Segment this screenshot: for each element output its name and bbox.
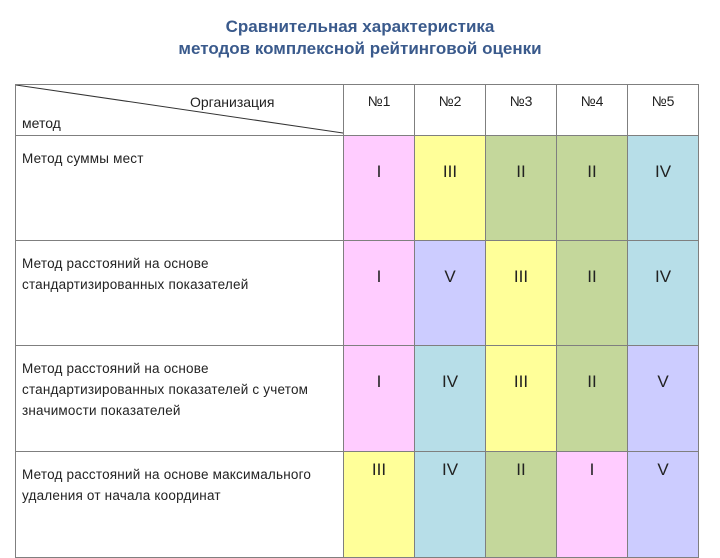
column-header-5: №5 bbox=[627, 84, 699, 136]
rank-cell: IV bbox=[414, 451, 486, 558]
table-header-row: Организация метод №1 №2 №3 №4 №5 bbox=[15, 84, 699, 136]
rank-cell: V bbox=[414, 240, 486, 346]
method-cell: Метод расстояний на основе стандартизиро… bbox=[15, 345, 344, 452]
title-line-2: методов комплексной рейтинговой оценки bbox=[178, 39, 542, 58]
rank-cell: V bbox=[627, 345, 699, 452]
rank-cell: IV bbox=[414, 345, 486, 452]
table-row: Метод расстояний на основе максимального… bbox=[15, 451, 699, 558]
corner-label-organization: Организация bbox=[190, 94, 275, 110]
table-row: Метод расстояний на основе стандартизиро… bbox=[15, 345, 699, 452]
title-line-1: Сравнительная характеристика bbox=[225, 17, 495, 36]
rank-cell: II bbox=[556, 345, 628, 452]
rank-cell: II bbox=[485, 135, 557, 241]
rank-cell: I bbox=[343, 345, 415, 452]
rank-cell: III bbox=[414, 135, 486, 241]
rank-cell: II bbox=[556, 240, 628, 346]
table-row: Метод расстояний на основе стандартизиро… bbox=[15, 240, 699, 346]
method-cell: Метод расстояний на основе стандартизиро… bbox=[15, 240, 344, 346]
rank-cell: III bbox=[485, 345, 557, 452]
column-header-2: №2 bbox=[414, 84, 486, 136]
rank-cell: I bbox=[343, 240, 415, 346]
column-header-3: №3 bbox=[485, 84, 557, 136]
rank-cell: I bbox=[343, 135, 415, 241]
page-title: Сравнительная характеристика методов ком… bbox=[0, 16, 720, 60]
rank-cell: V bbox=[627, 451, 699, 558]
rank-cell: IV bbox=[627, 240, 699, 346]
column-header-4: №4 bbox=[556, 84, 628, 136]
method-cell: Метод расстояний на основе максимального… bbox=[15, 451, 344, 558]
method-cell: Метод суммы мест bbox=[15, 135, 344, 241]
diagonal-divider bbox=[16, 85, 343, 134]
comparison-table: Организация метод №1 №2 №3 №4 №5 Метод с… bbox=[15, 84, 699, 558]
rank-cell: II bbox=[556, 135, 628, 241]
table-row: Метод суммы мест I III II II IV bbox=[15, 135, 699, 241]
rank-cell: III bbox=[485, 240, 557, 346]
rank-cell: III bbox=[343, 451, 415, 558]
rank-cell: IV bbox=[627, 135, 699, 241]
corner-label-method: метод bbox=[22, 115, 61, 131]
column-header-1: №1 bbox=[343, 84, 415, 136]
rank-cell: I bbox=[556, 451, 628, 558]
corner-cell: Организация метод bbox=[15, 84, 344, 136]
rank-cell: II bbox=[485, 451, 557, 558]
